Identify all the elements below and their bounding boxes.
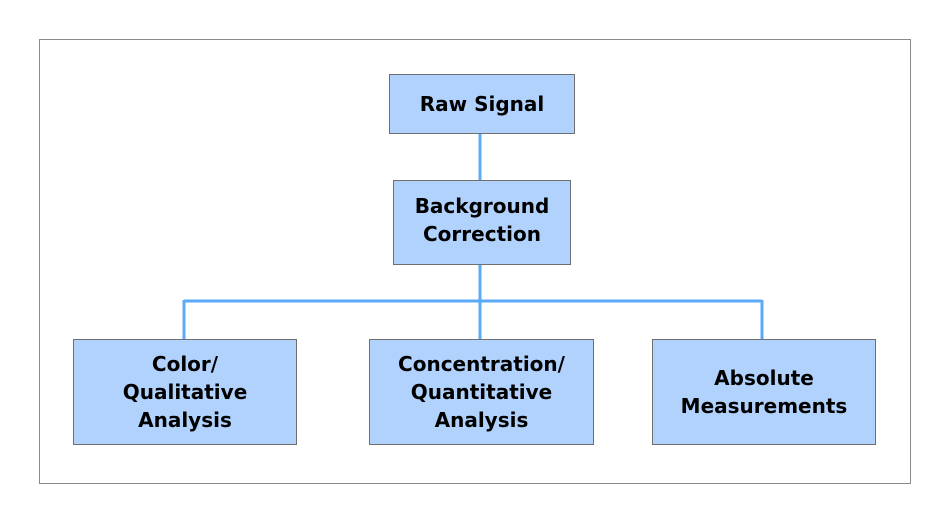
node-color-qualitative-analysis: Color/ Qualitative Analysis xyxy=(73,339,297,445)
node-absolute-measurements: Absolute Measurements xyxy=(652,339,876,445)
node-concentration-quantitative-analysis: Concentration/ Quantitative Analysis xyxy=(369,339,594,445)
node-background-correction: Background Correction xyxy=(393,180,571,265)
node-raw-signal: Raw Signal xyxy=(389,74,575,134)
